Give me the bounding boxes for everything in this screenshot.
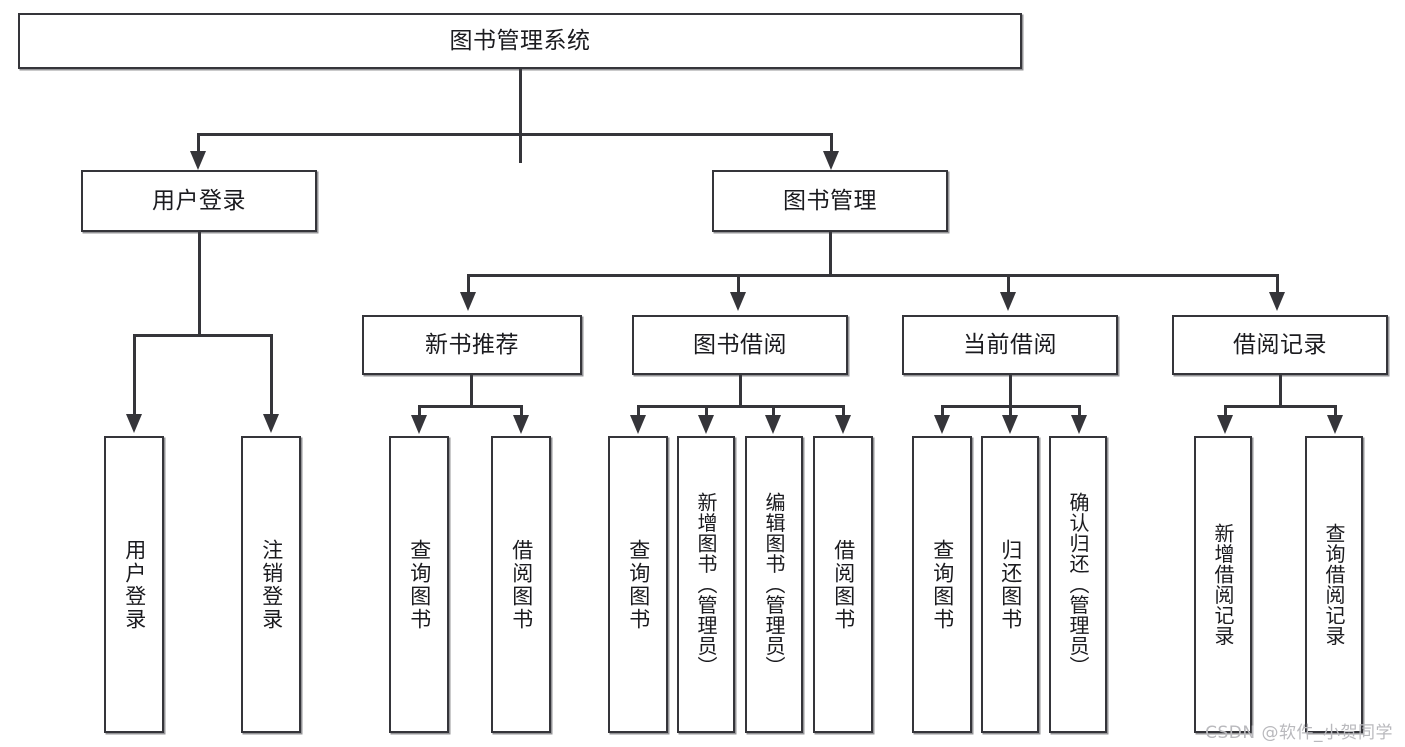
edge-bb-drop-4 (842, 405, 845, 418)
node-leaf-query-record[interactable]: 查询借阅记录 (1305, 436, 1363, 733)
arrow-leaf-user-login (126, 414, 142, 433)
edge-book-management-bar (467, 274, 1278, 277)
node-book-management[interactable]: 图书管理 (712, 170, 948, 232)
node-label: 确认归还（管理员） (1066, 492, 1090, 677)
node-leaf-query-book-3[interactable]: 查询图书 (912, 436, 972, 733)
node-label: 新增借阅记录 (1211, 523, 1235, 646)
node-label: 查询借阅记录 (1322, 523, 1346, 646)
arrow-new-book-recommend (460, 292, 476, 311)
node-leaf-add-record[interactable]: 新增借阅记录 (1194, 436, 1252, 733)
edge-cb-drop-3 (1078, 405, 1081, 418)
node-leaf-edit-book[interactable]: 编辑图书（管理员） (745, 436, 803, 733)
node-label: 图书管理 (783, 187, 877, 214)
edge-user-login-drop-2 (270, 334, 273, 416)
node-new-book-recommend[interactable]: 新书推荐 (362, 315, 582, 375)
edge-cb-stem (1009, 375, 1012, 408)
edge-nbr-stem (470, 375, 473, 408)
arrow-leaf-user-logout (263, 414, 279, 433)
edge-bm-drop-4 (1276, 274, 1279, 294)
node-label: 注销登录 (259, 538, 284, 631)
edge-bm-drop-2 (737, 274, 740, 294)
node-label: 编辑图书（管理员） (762, 492, 786, 677)
node-current-borrow[interactable]: 当前借阅 (902, 315, 1118, 375)
edge-cb-drop-2 (1009, 405, 1012, 418)
node-label: 查询图书 (930, 538, 955, 631)
edge-cb-drop-1 (941, 405, 944, 418)
edge-br-drop-1 (1224, 405, 1227, 418)
arrow-leaf-borrow-book-1 (513, 415, 529, 434)
arrow-current-borrow (1000, 292, 1016, 311)
node-label: 借阅图书 (509, 538, 534, 631)
node-label: 新书推荐 (425, 331, 519, 358)
node-label: 当前借阅 (963, 331, 1057, 358)
edge-br-stem (1279, 375, 1282, 408)
arrow-leaf-query-book-2 (630, 415, 646, 434)
edge-book-management-stem (829, 232, 832, 277)
arrow-borrow-record (1269, 292, 1285, 311)
arrow-user-login (190, 151, 206, 170)
node-book-borrow[interactable]: 图书借阅 (632, 315, 848, 375)
edge-bb-bar (637, 405, 845, 408)
node-label: 借阅记录 (1233, 331, 1327, 358)
edge-bb-drop-1 (637, 405, 640, 418)
edge-user-login-drop-1 (133, 334, 136, 416)
node-user-login[interactable]: 用户登录 (81, 170, 317, 232)
node-leaf-borrow-book-2[interactable]: 借阅图书 (813, 436, 873, 733)
arrow-leaf-add-record (1217, 415, 1233, 434)
edge-root-stem (519, 68, 522, 163)
csdn-watermark: CSDN @软件_小贺同学 (1205, 723, 1393, 743)
node-root-library-system[interactable]: 图书管理系统 (18, 13, 1022, 69)
edge-user-login-stem (198, 232, 201, 337)
edge-br-bar (1224, 405, 1337, 408)
arrow-book-borrow (730, 292, 746, 311)
node-label: 图书借阅 (693, 331, 787, 358)
arrow-leaf-query-book-3 (934, 415, 950, 434)
node-label: 用户登录 (122, 538, 147, 631)
edge-nbr-drop-1 (418, 405, 421, 418)
edge-root-bar (197, 133, 833, 136)
node-borrow-record[interactable]: 借阅记录 (1172, 315, 1388, 375)
node-leaf-user-login[interactable]: 用户登录 (104, 436, 164, 733)
arrow-leaf-add-book (698, 415, 714, 434)
node-leaf-return-book[interactable]: 归还图书 (981, 436, 1039, 733)
edge-nbr-drop-2 (520, 405, 523, 418)
node-leaf-borrow-book-1[interactable]: 借阅图书 (491, 436, 551, 733)
node-label: 归还图书 (998, 538, 1023, 631)
edge-root-to-book-management (830, 133, 833, 153)
edge-root-to-user-login (197, 133, 200, 153)
node-label: 用户登录 (152, 187, 246, 214)
node-leaf-query-book-2[interactable]: 查询图书 (608, 436, 668, 733)
node-leaf-query-book-1[interactable]: 查询图书 (389, 436, 449, 733)
arrow-leaf-return-book (1002, 415, 1018, 434)
node-leaf-user-logout[interactable]: 注销登录 (241, 436, 301, 733)
edge-br-drop-2 (1334, 405, 1337, 418)
edge-bm-drop-3 (1007, 274, 1010, 294)
arrow-leaf-confirm-return (1071, 415, 1087, 434)
node-label: 新增图书（管理员） (694, 492, 718, 677)
edge-user-login-bar (133, 334, 273, 337)
edge-nbr-bar (418, 405, 523, 408)
arrow-leaf-query-record (1327, 415, 1343, 434)
edge-bm-drop-1 (467, 274, 470, 294)
edge-bb-stem (739, 375, 742, 408)
arrow-leaf-query-book-1 (411, 415, 427, 434)
node-label: 借阅图书 (831, 538, 856, 631)
edge-bb-drop-2 (705, 405, 708, 418)
node-label: 查询图书 (407, 538, 432, 631)
edge-bb-drop-3 (772, 405, 775, 418)
node-label: 查询图书 (626, 538, 651, 631)
node-leaf-confirm-return[interactable]: 确认归还（管理员） (1049, 436, 1107, 733)
arrow-leaf-edit-book (765, 415, 781, 434)
node-leaf-add-book[interactable]: 新增图书（管理员） (677, 436, 735, 733)
node-label: 图书管理系统 (449, 27, 591, 54)
arrow-book-management (823, 151, 839, 170)
arrow-leaf-borrow-book-2 (835, 415, 851, 434)
